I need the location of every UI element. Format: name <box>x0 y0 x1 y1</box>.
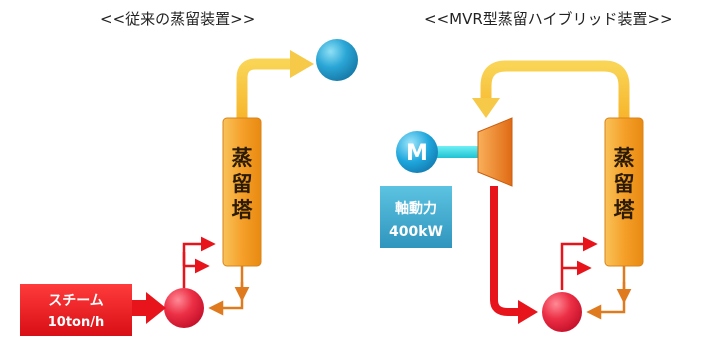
tower-label-right-3: 塔 <box>614 198 636 222</box>
reboiler-ball-right <box>542 292 582 332</box>
compressed-vapor-arrowhead <box>518 300 538 324</box>
reboiler-ball-left <box>164 288 204 328</box>
vapor-return-arrow-left <box>182 236 216 288</box>
motor-ball <box>396 131 438 173</box>
power-label: 軸動力 <box>395 200 437 217</box>
power-amount: 400kW <box>389 224 443 240</box>
liquid-return-arrow-left <box>208 266 244 316</box>
vapor-line-left <box>236 58 292 120</box>
liquid-return-arrow-right <box>586 266 626 320</box>
power-box <box>380 186 452 248</box>
vapor-loop-arrowhead-right <box>472 98 500 118</box>
steam-box <box>20 284 132 336</box>
compressor-icon <box>477 117 513 187</box>
tower-label-left-2: 留 <box>232 172 253 196</box>
compressed-vapor-line <box>490 186 520 316</box>
motor-shaft <box>428 146 478 158</box>
mvr-hybrid-distillation-diagram: M 軸動力 400kW 蒸 留 塔 <box>380 60 644 332</box>
tower-label-right-1: 蒸 <box>614 146 635 170</box>
vapor-return-arrow-right <box>560 236 598 290</box>
vapor-loop-right <box>480 60 630 118</box>
title-mvr-hybrid-distillation: <<MVR型蒸留ハイブリッド装置>> <box>424 10 673 28</box>
steam-arrow <box>130 292 166 324</box>
motor-label: M <box>406 141 428 166</box>
tower-label-left-3: 塔 <box>232 198 254 222</box>
condenser-ball <box>316 39 358 81</box>
title-conventional-distillation: <<従来の蒸留装置>> <box>100 10 256 28</box>
steam-label: スチーム <box>48 293 104 309</box>
tower-label-left-1: 蒸 <box>232 146 253 170</box>
vapor-arrowhead-left <box>290 50 314 78</box>
tower-label-right-2: 留 <box>614 172 635 196</box>
conventional-distillation-diagram: 蒸 留 塔 スチーム 10ton/h <box>20 39 358 336</box>
steam-amount: 10ton/h <box>48 315 105 330</box>
